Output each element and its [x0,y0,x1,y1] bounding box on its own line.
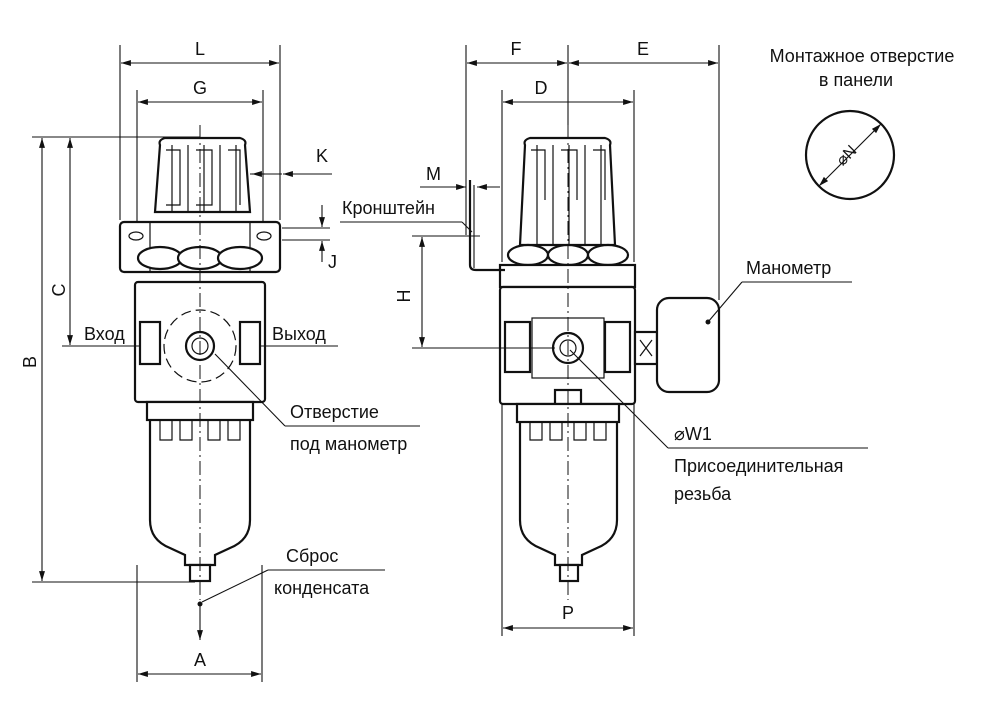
dim-A-label: A [194,650,206,670]
dim-M-label: M [426,164,441,184]
gauge-port-line2: под манометр [290,434,407,454]
drain-line2: конденсата [274,578,370,598]
panel-hole-title-1: Монтажное отверстие [770,46,955,66]
side-dim-H: H [394,235,555,349]
thread-callout: ⌀W1 Присоединительная резьба [569,349,868,504]
bracket-label: Кронштейн [342,198,435,218]
dim-H-label: H [394,290,414,303]
front-dim-A: A [136,565,263,682]
outlet-label: Выход [272,324,326,344]
front-dim-C: C [49,136,200,345]
dim-L-label: L [195,39,205,59]
dim-F-label: F [511,39,522,59]
side-view: F E D M Кронштейн H Манометр [340,39,868,636]
panel-hole-title-2: в панели [819,70,893,90]
side-dim-D: D [501,78,635,262]
side-dim-M: M [420,164,500,190]
panel-hole-circle [804,109,896,201]
thread-line2: резьба [674,484,732,504]
dim-G-label: G [193,78,207,98]
bracket-callout: Кронштейн [340,198,473,233]
front-inlet-outlet: Вход Выход [62,324,338,347]
gauge-label: Манометр [746,258,831,278]
panel-hole-dia-label: ⌀N [833,142,860,169]
drain-line1: Сброс [286,546,338,566]
gauge-port-callout: Отверстие под манометр [214,353,420,454]
inlet-label: Вход [84,324,125,344]
panel-hole: Монтажное отверстие в панели ⌀N [770,46,955,201]
drain-callout: Сброс конденсата [201,546,385,603]
gauge-port-line1: Отверстие [290,402,379,422]
front-knob [153,136,252,214]
dim-D-label: D [535,78,548,98]
thread-dia-label: ⌀W1 [674,424,712,444]
side-gauge [633,296,721,394]
front-dim-K: K [250,146,332,177]
dim-B-label: B [20,356,40,368]
side-dim-F-E: F E [465,39,720,300]
dim-P-label: P [562,603,574,623]
dim-K-label: K [316,146,328,166]
side-dim-P: P [501,404,635,636]
front-dim-J: J [282,205,337,272]
front-view: L G K J C [20,39,420,682]
front-dim-L: L [119,39,281,220]
front-dim-G: G [136,78,264,222]
thread-line1: Присоединительная [674,456,843,476]
dim-C-label: C [49,284,69,297]
dim-E-label: E [637,39,649,59]
side-bracket [468,180,505,272]
dim-J-label: J [328,252,337,272]
front-dim-B: B [20,136,195,583]
gauge-callout: Манометр [707,258,852,323]
